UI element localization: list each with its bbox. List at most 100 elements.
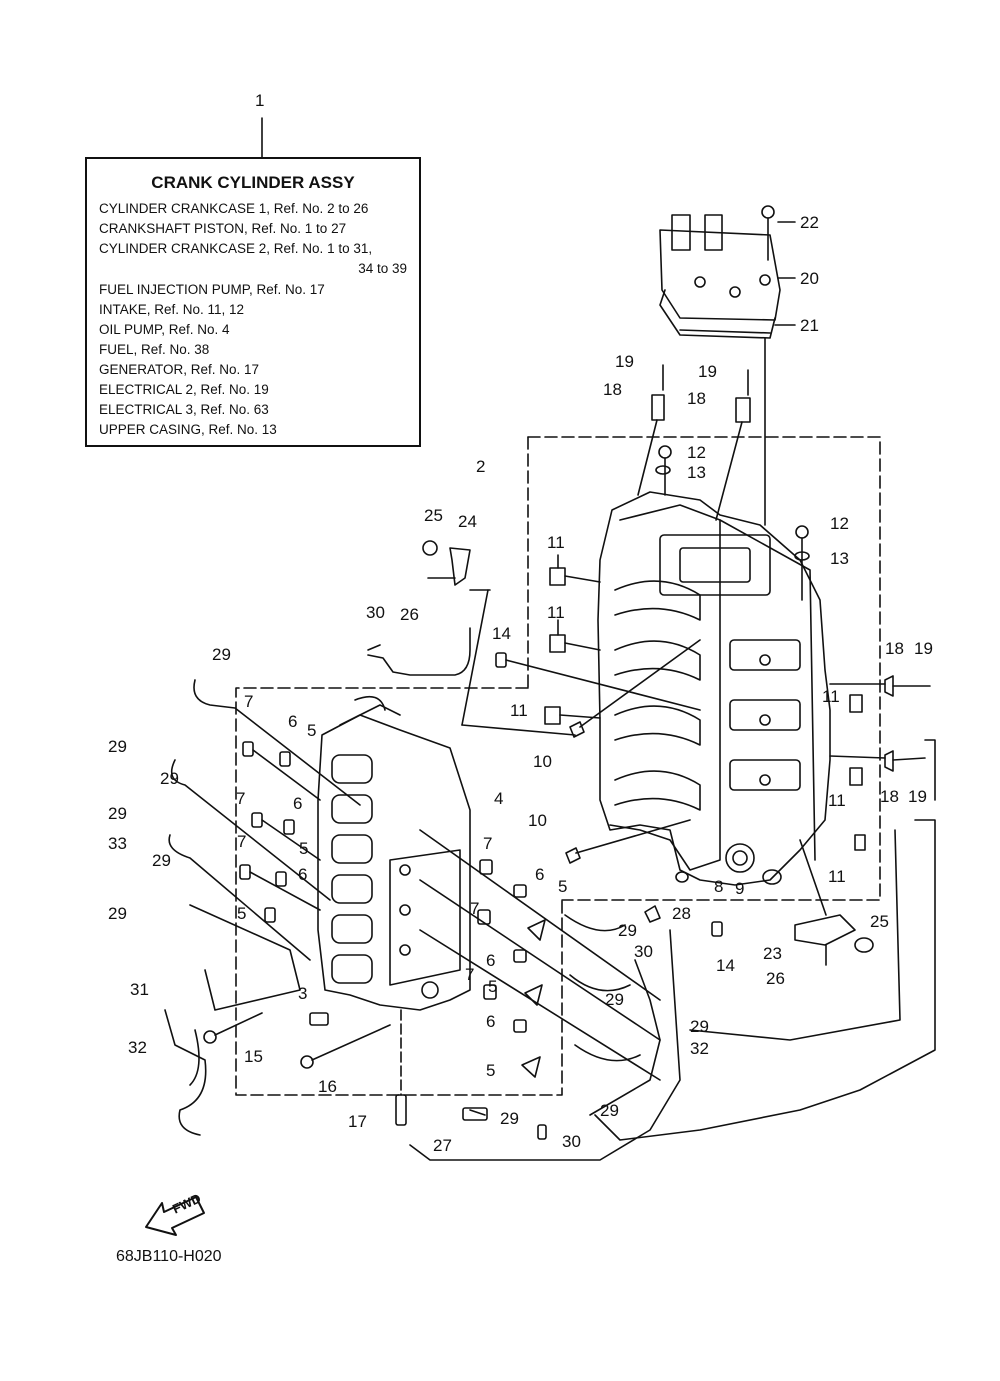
callout: 29 <box>618 921 637 940</box>
callout: 5 <box>237 904 247 923</box>
callout: 6 <box>535 865 545 884</box>
callout: 21 <box>800 316 819 335</box>
legend-line: 34 to 39 <box>358 261 407 276</box>
callout: 15 <box>244 1047 263 1066</box>
callout: 19 <box>914 639 933 658</box>
callout: 20 <box>800 269 819 288</box>
callout: 31 <box>130 980 149 999</box>
callout: 6 <box>486 1012 496 1031</box>
legend-line: OIL PUMP, Ref. No. 4 <box>99 322 230 337</box>
callout: 18 <box>687 389 706 408</box>
callout: 27 <box>433 1136 452 1155</box>
legend-line: ELECTRICAL 2, Ref. No. 19 <box>99 382 269 397</box>
legend-line: CYLINDER CRANKCASE 1, Ref. No. 2 to 26 <box>99 201 369 216</box>
callout: 11 <box>828 867 846 886</box>
callout: 11 <box>547 603 565 622</box>
callout: 29 <box>108 804 127 823</box>
legend-line: FUEL INJECTION PUMP, Ref. No. 17 <box>99 282 325 297</box>
legend-line: FUEL, Ref. No. 38 <box>99 342 210 357</box>
legend-line: CYLINDER CRANKCASE 2, Ref. No. 1 to 31, <box>99 241 373 256</box>
callout: 13 <box>687 463 706 482</box>
callout: 30 <box>366 603 385 622</box>
callout: 14 <box>492 624 511 643</box>
callout: 28 <box>672 904 691 923</box>
callout: 4 <box>494 789 504 808</box>
callout: 18 <box>603 380 622 399</box>
callout: 29 <box>500 1109 519 1128</box>
callout: 8 <box>714 877 724 896</box>
legend-line: ELECTRICAL 3, Ref. No. 63 <box>99 402 269 417</box>
callout: 19 <box>908 787 927 806</box>
callout: 7 <box>244 692 254 711</box>
gasket <box>659 289 776 339</box>
callout: 11 <box>547 533 565 552</box>
callout: 6 <box>486 951 496 970</box>
callout: 12 <box>687 443 706 462</box>
callout: 6 <box>288 712 298 731</box>
callout: 7 <box>470 899 480 918</box>
callout: 19 <box>615 352 634 371</box>
callout: 10 <box>533 752 552 771</box>
callout: 3 <box>298 984 308 1003</box>
callout: 5 <box>486 1061 496 1080</box>
callout: 18 <box>880 787 899 806</box>
callout: 26 <box>400 605 419 624</box>
legend-line: INTAKE, Ref. No. 11, 12 <box>99 302 245 317</box>
callout: 11 <box>828 791 846 810</box>
callout: 30 <box>634 942 653 961</box>
crankcase-2-plate <box>317 714 471 1011</box>
callout: 17 <box>348 1112 367 1131</box>
callout: 29 <box>108 904 127 923</box>
callout: 32 <box>690 1039 709 1058</box>
callout: 22 <box>800 213 819 232</box>
callout: 5 <box>558 877 568 896</box>
callout: 16 <box>318 1077 337 1096</box>
callout: 6 <box>298 865 308 884</box>
legend-line: CRANKSHAFT PISTON, Ref. No. 1 to 27 <box>99 221 347 236</box>
legend-box: CRANK CYLINDER ASSY CYLINDER CRANKCASE 1… <box>85 157 421 447</box>
callout: 29 <box>600 1101 619 1120</box>
callout: 5 <box>488 977 498 996</box>
callout: 24 <box>458 512 477 531</box>
callout: 29 <box>152 851 171 870</box>
callout: 10 <box>528 811 547 830</box>
fwd-arrow-icon <box>145 1196 205 1236</box>
callout: 29 <box>605 990 624 1009</box>
callout: 26 <box>766 969 785 988</box>
callout: 29 <box>108 737 127 756</box>
callout: 11 <box>510 701 528 720</box>
callout: 5 <box>307 721 317 740</box>
callout: 6 <box>293 794 303 813</box>
callout-1: 1 <box>255 91 265 110</box>
callout: 7 <box>465 965 475 984</box>
crankcase-block <box>597 491 831 886</box>
callout: 7 <box>236 789 246 808</box>
callout: 2 <box>476 457 486 476</box>
callout: 32 <box>128 1038 147 1057</box>
callout: 7 <box>237 832 247 851</box>
callout: 7 <box>483 834 493 853</box>
top-cover <box>659 229 781 321</box>
callout: 13 <box>830 549 849 568</box>
legend-line: UPPER CASING, Ref. No. 13 <box>99 422 277 437</box>
callout: 23 <box>763 944 782 963</box>
legend-line: GENERATOR, Ref. No. 17 <box>99 362 260 377</box>
callout: 11 <box>822 687 840 706</box>
callout: 25 <box>870 912 889 931</box>
callout: 5 <box>299 839 309 858</box>
dashed-box-intake <box>235 687 563 1096</box>
callout: 30 <box>562 1132 581 1151</box>
legend-title: CRANK CYLINDER ASSY <box>151 173 355 192</box>
callout: 19 <box>698 362 717 381</box>
callout: 33 <box>108 834 127 853</box>
drawing-code: 68JB110-H020 <box>116 1248 222 1265</box>
callout: 29 <box>690 1017 709 1036</box>
callout: 25 <box>424 506 443 525</box>
callout: 12 <box>830 514 849 533</box>
callout: 18 <box>885 639 904 658</box>
dashed-box-crankcase <box>527 436 881 901</box>
callout: 29 <box>212 645 231 664</box>
callout: 14 <box>716 956 735 975</box>
callout: 9 <box>735 879 745 898</box>
